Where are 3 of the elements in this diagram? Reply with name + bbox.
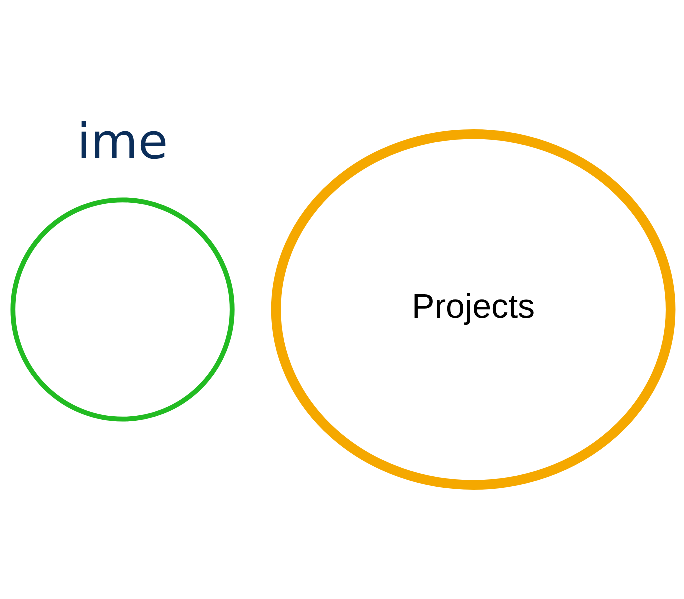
node-ellipse: Projects [271, 128, 676, 490]
label: ime [77, 114, 168, 170]
node-circle [10, 197, 235, 422]
